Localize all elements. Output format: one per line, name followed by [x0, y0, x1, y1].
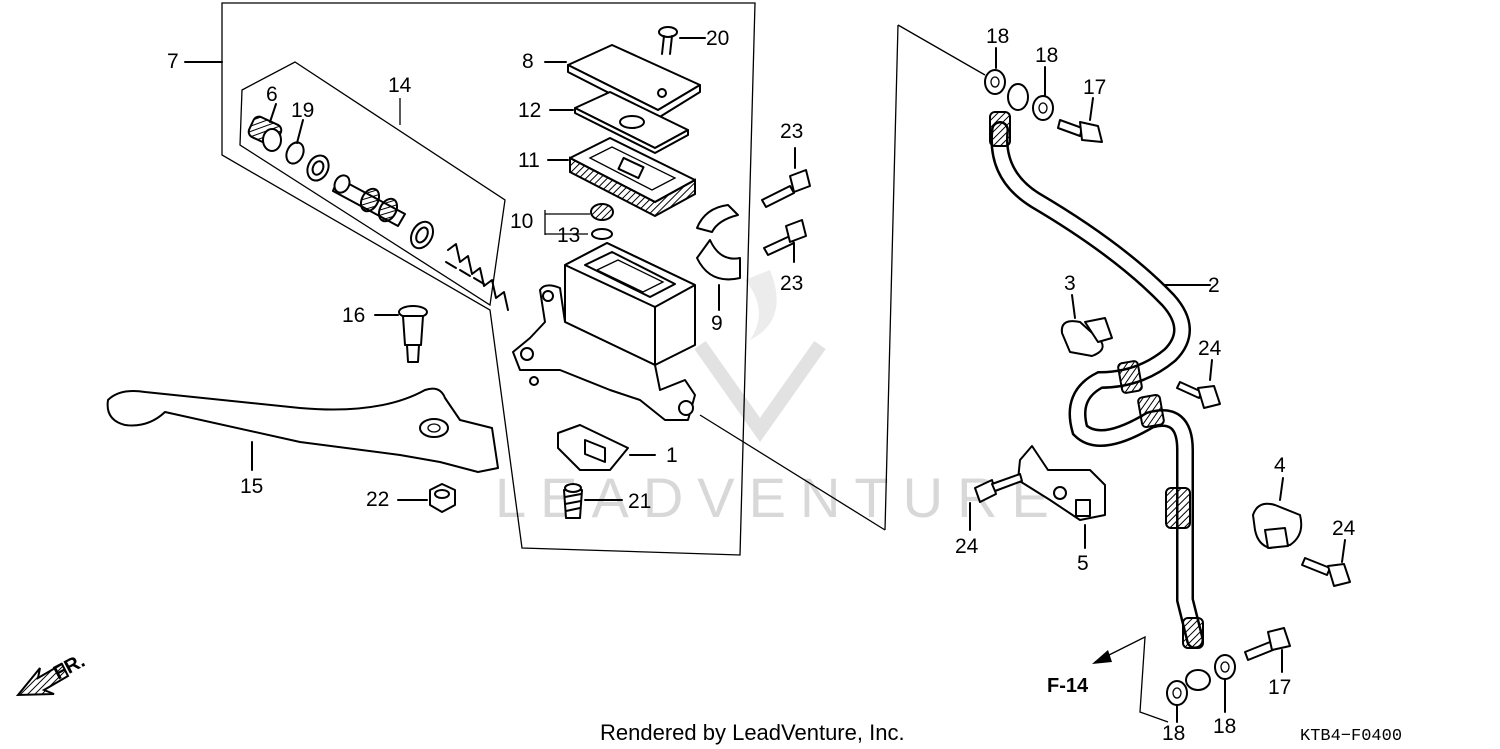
float-assembly: [544, 203, 614, 240]
callout-2: 2: [1208, 274, 1220, 297]
callout-17-top: 17: [1083, 76, 1106, 99]
holder-part: [696, 204, 741, 311]
callout-8: 8: [522, 50, 534, 73]
master-cylinder-body: [512, 242, 696, 421]
callout-18-bottom-left: 18: [1162, 722, 1185, 745]
callout-19: 19: [291, 99, 314, 122]
spring-part: [445, 243, 509, 311]
holder-bolt-lower: [763, 219, 807, 263]
callout-23-lower: 23: [780, 272, 803, 295]
callout-14: 14: [388, 74, 412, 97]
callout-18-top-left: 18: [986, 25, 1009, 48]
clamp-bolt-lower: [1301, 539, 1351, 587]
diaphragm-plate-part: [549, 91, 689, 154]
upper-banjo-hardware: [984, 47, 1103, 143]
callout-20: 20: [706, 27, 729, 50]
boot-part: [247, 103, 283, 152]
callout-23-upper: 23: [780, 120, 803, 143]
circlip-part: [285, 119, 305, 165]
callout-1: 1: [666, 444, 678, 467]
callout-16: 16: [342, 304, 365, 327]
front-direction-arrow: [15, 662, 70, 697]
brake-lever-part: [106, 387, 499, 473]
callout-11: 11: [518, 149, 540, 172]
master-cylinder-group-outline: [184, 2, 756, 556]
callout-12: 12: [518, 99, 541, 122]
callout-17-bottom: 17: [1268, 676, 1291, 699]
clamp-bolt-upper: [1176, 359, 1221, 409]
reference-label: F-14: [1047, 675, 1089, 697]
holder-bolt-upper: [761, 147, 811, 208]
pivot-nut-part: [397, 483, 456, 513]
bracket-bolt: [969, 473, 1023, 531]
callout-18-bottom-right: 18: [1213, 715, 1236, 738]
callout-24-left: 24: [955, 535, 979, 558]
hose-clamp-upper: [1060, 294, 1113, 357]
callout-7: 7: [167, 50, 179, 73]
footer-credit: Rendered by LeadVenture, Inc.: [600, 720, 905, 745]
callout-3: 3: [1064, 272, 1076, 295]
callout-21: 21: [628, 490, 651, 513]
reference-pointer: [1092, 635, 1169, 723]
cap-screw-part: [658, 26, 706, 55]
watermark: LEADVENTURE: [495, 270, 1063, 529]
piston-kit-outline: [239, 61, 506, 307]
callout-15: 15: [240, 475, 263, 498]
callout-6: 6: [266, 83, 278, 106]
hose-clamp-lower: [1252, 477, 1303, 549]
diaphragm-part: [547, 137, 696, 218]
callout-10: 10: [510, 210, 533, 233]
pivot-bolt-part: [374, 305, 428, 363]
diagram-code: KTB4−F0400: [1300, 727, 1402, 746]
callout-18-top-right: 18: [1035, 44, 1058, 67]
callout-24-right: 24: [1332, 517, 1356, 540]
hose-bracket-part: [1017, 445, 1106, 549]
piston-assembly: [306, 154, 435, 250]
callout-22: 22: [366, 488, 389, 511]
switch-screw-part: [563, 483, 623, 519]
lower-banjo-hardware: [1166, 627, 1291, 723]
watermark-text: LEADVENTURE: [495, 466, 1063, 529]
callout-9: 9: [711, 312, 723, 335]
brake-hose-part: [989, 83, 1211, 691]
callout-24-upper: 24: [1198, 337, 1222, 360]
callout-5: 5: [1077, 552, 1089, 575]
callout-13: 13: [557, 224, 580, 247]
callout-4: 4: [1274, 454, 1286, 477]
reservoir-cap-part: [544, 44, 701, 119]
brake-switch-part: [557, 424, 656, 471]
